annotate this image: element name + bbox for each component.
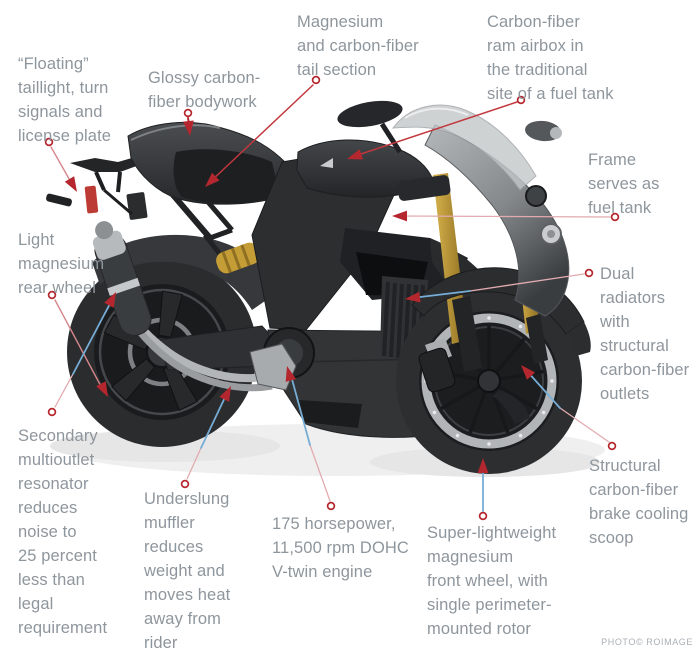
resonator-leader-line: [54, 373, 74, 408]
photo-credit: PHOTO© ROIMAGE: [601, 637, 693, 647]
ram-airbox-leader-line: [351, 101, 518, 158]
dual-radiators-arrowhead: [405, 291, 421, 303]
dual-radiators-anchor-dot: [584, 268, 594, 278]
headlight-upper: [525, 185, 547, 207]
rear-shock-gold-spring: [216, 242, 260, 274]
gold-forks: [397, 173, 548, 372]
underslung-muffler-anchor-dot: [180, 479, 190, 489]
underslung-muffler-leader-line: [200, 390, 229, 449]
taillight-arrowhead: [64, 176, 77, 192]
left-mirror: [337, 100, 403, 128]
tail-section-anchor-dot: [311, 75, 321, 85]
brake-scoop-leader-line: [525, 369, 561, 409]
rear-wheel-arrowhead: [96, 381, 108, 397]
engine-arrowhead: [285, 366, 297, 382]
brake-scoop-leader-line: [559, 407, 610, 443]
underslung-muffler-box: [298, 400, 362, 428]
underslung-muffler-arrowhead: [219, 386, 231, 402]
red-reflector: [84, 185, 99, 214]
taillight-leader-line: [50, 146, 73, 185]
tail-section-leader-line: [208, 84, 314, 184]
engine-leader-line: [309, 444, 331, 502]
front-wheel-arrowhead: [477, 458, 489, 473]
brake-scoop-arrowhead: [521, 365, 536, 380]
front-brake: [418, 338, 530, 424]
tank-logo: [320, 158, 333, 168]
ram-airbox-anchor-dot: [516, 95, 526, 105]
dual-radiators-leader-line: [469, 273, 585, 292]
dual-radiators-leader-line: [411, 290, 471, 299]
underslung-muffler-leader-line: [186, 447, 202, 480]
glossy-bodywork-arrowhead: [183, 120, 194, 136]
rear-wheel-anchor-dot: [47, 290, 57, 300]
engine-anchor-dot: [326, 501, 336, 511]
engine-leader-line: [289, 371, 311, 446]
frame-fuel-tank-leader-line: [398, 215, 611, 218]
tail-section-illustration: [127, 121, 287, 205]
taillight-anchor-dot: [44, 137, 54, 147]
rear-wheel-leader-line: [54, 299, 105, 393]
frame-fuel-tank-anchor-dot: [610, 212, 620, 222]
brake-scoop-anchor-dot: [607, 441, 617, 451]
glossy-bodywork-anchor-dot: [183, 108, 193, 118]
resonator-leader-line: [72, 297, 114, 375]
frame-fuel-tank-arrowhead: [392, 210, 407, 222]
brake-cooling-scoop: [492, 390, 530, 424]
tail-section-arrowhead: [205, 172, 220, 187]
front-wheel-anchor-dot: [478, 511, 488, 521]
resonator-arrowhead: [104, 292, 116, 308]
front-cowl: [337, 100, 570, 317]
exhaust-resonator: [92, 221, 273, 392]
resonator-anchor-dot: [47, 407, 57, 417]
ram-airbox-arrowhead: [347, 149, 363, 160]
